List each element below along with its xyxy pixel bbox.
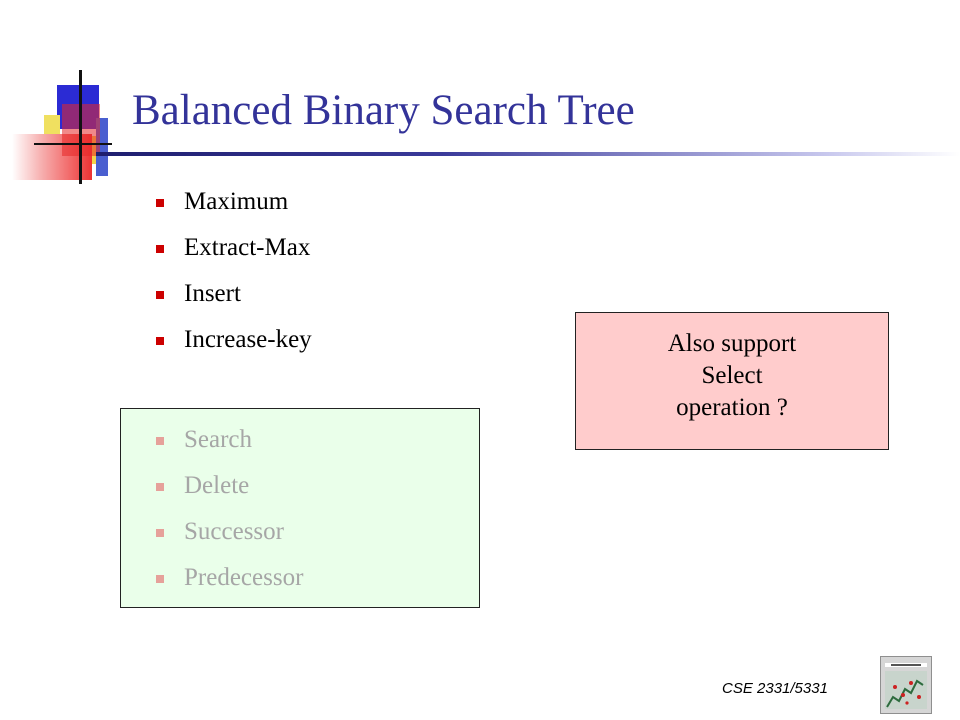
list-item: Extract-Max	[156, 233, 312, 279]
slide-title: Balanced Binary Search Tree	[132, 87, 635, 134]
list-item: Predecessor	[156, 563, 303, 609]
note-line: Select	[701, 362, 763, 389]
bullet-square-icon	[156, 291, 164, 299]
list-item: Successor	[156, 517, 303, 563]
bst-operations-list: Search Delete Successor Predecessor	[156, 425, 303, 609]
operations-list: Maximum Extract-Max Insert Increase-key	[156, 187, 312, 371]
bullet-square-icon	[156, 337, 164, 345]
bullet-square-icon	[156, 483, 164, 491]
list-item: Increase-key	[156, 325, 312, 371]
note-line: Also support	[667, 330, 797, 357]
list-item: Delete	[156, 471, 303, 517]
note-line: operation ?	[676, 394, 788, 421]
algorithms-book-cover-icon	[880, 656, 932, 714]
bullet-square-icon	[156, 437, 164, 445]
list-item: Maximum	[156, 187, 312, 233]
list-item: Insert	[156, 279, 312, 325]
bullet-square-icon	[156, 245, 164, 253]
list-item: Search	[156, 425, 303, 471]
title-underline	[96, 152, 960, 156]
bst-operations-box	[120, 408, 480, 608]
bullet-square-icon	[156, 529, 164, 537]
select-operation-note: Also support Select operation ?	[575, 312, 889, 450]
bullet-square-icon	[156, 199, 164, 207]
bullet-square-icon	[156, 575, 164, 583]
course-footer: CSE 2331/5331	[722, 680, 828, 697]
